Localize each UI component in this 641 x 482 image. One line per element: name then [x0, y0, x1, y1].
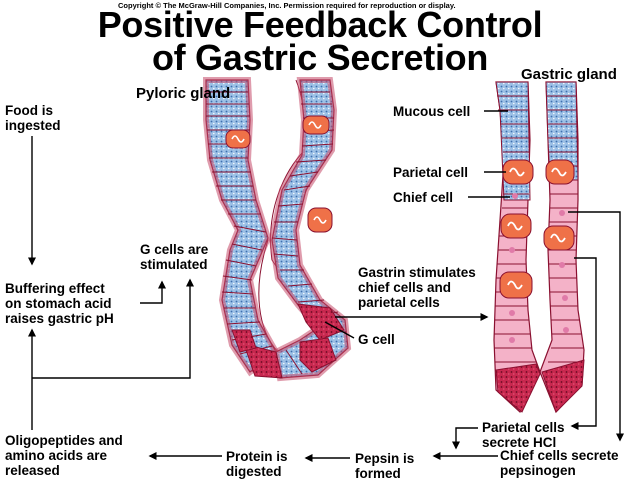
buffer-line-1: Buffering effect — [5, 281, 105, 296]
parietal-cell-label: Parietal cell — [393, 165, 469, 180]
parietal-hcl-line-1: Parietal cells — [482, 420, 565, 435]
oligo-line-2: amino acids are — [5, 448, 108, 463]
gcells-stimulated-label: G cells are stimulated — [140, 242, 208, 272]
arrow-hcl-to-pepsin — [452, 427, 478, 450]
buffering-effect-label: Buffering effect on stomach acid raises … — [5, 281, 114, 326]
mucous-cell-label: Mucous cell — [393, 104, 471, 119]
pepsin-formed-label: Pepsin is formed — [355, 451, 414, 481]
gastrin-line-3: parietal cells — [358, 295, 440, 310]
g-cell-pointer — [324, 321, 355, 339]
food-line-2: ingested — [5, 118, 61, 133]
gastrin-stimulates-label: Gastrin stimulates chief cells and parie… — [358, 265, 476, 310]
gastric-gland-drawing — [493, 81, 585, 414]
chief-cell-label: Chief cell — [393, 190, 454, 205]
chief-pep-line-2: pepsinogen — [500, 463, 576, 478]
pepsin-line-1: Pepsin is — [355, 451, 415, 466]
protein-line-2: digested — [226, 464, 282, 479]
flow-arrows — [28, 110, 624, 462]
chief-pep-line-1: Chief cells secrete — [500, 448, 619, 463]
pyloric-gland-label: Pyloric gland — [136, 85, 231, 102]
buffer-line-2: on stomach acid — [5, 296, 112, 311]
pyloric-gland-drawing — [203, 77, 352, 382]
protein-digested-label: Protein is digested — [226, 449, 288, 479]
parietal-secrete-hcl-label: Parietal cells secrete HCl — [482, 420, 565, 450]
buffer-line-3: raises gastric pH — [5, 311, 114, 326]
gastrin-line-2: chief cells and — [358, 280, 452, 295]
pepsin-line-2: formed — [355, 466, 401, 481]
food-ingested-label: Food is ingested — [5, 103, 61, 133]
chief-secrete-pepsinogen-label: Chief cells secrete pepsinogen — [500, 448, 619, 478]
gastric-gland-label: Gastric gland — [521, 66, 617, 83]
arrow-oligo-to-gcells — [32, 278, 194, 379]
parietal-hcl-line-2: secrete HCl — [482, 435, 557, 450]
arrow-buffer-to-gcells — [140, 280, 166, 304]
gcells-line-1: G cells are — [140, 242, 209, 257]
gastrin-line-1: Gastrin stimulates — [358, 265, 476, 280]
oligo-line-1: Oligopeptides and — [5, 433, 123, 448]
protein-line-1: Protein is — [226, 449, 288, 464]
title-line-1: Positive Feedback Control — [97, 4, 543, 45]
arrow-parietal-to-hcl — [570, 257, 597, 430]
copyright-notice: Copyright © The McGraw-Hill Companies, I… — [118, 1, 456, 10]
oligopeptides-label: Oligopeptides and amino acids are releas… — [5, 433, 123, 478]
food-line-1: Food is — [5, 103, 53, 118]
title-line-2: of Gastric Secretion — [151, 37, 489, 78]
gcells-line-2: stimulated — [140, 257, 208, 272]
g-cell-label: G cell — [358, 332, 395, 347]
oligo-line-3: released — [5, 463, 60, 478]
arrow-chief-to-pepsinogen — [568, 211, 624, 442]
page-title: Positive Feedback Control of Gastric Sec… — [40, 4, 600, 78]
